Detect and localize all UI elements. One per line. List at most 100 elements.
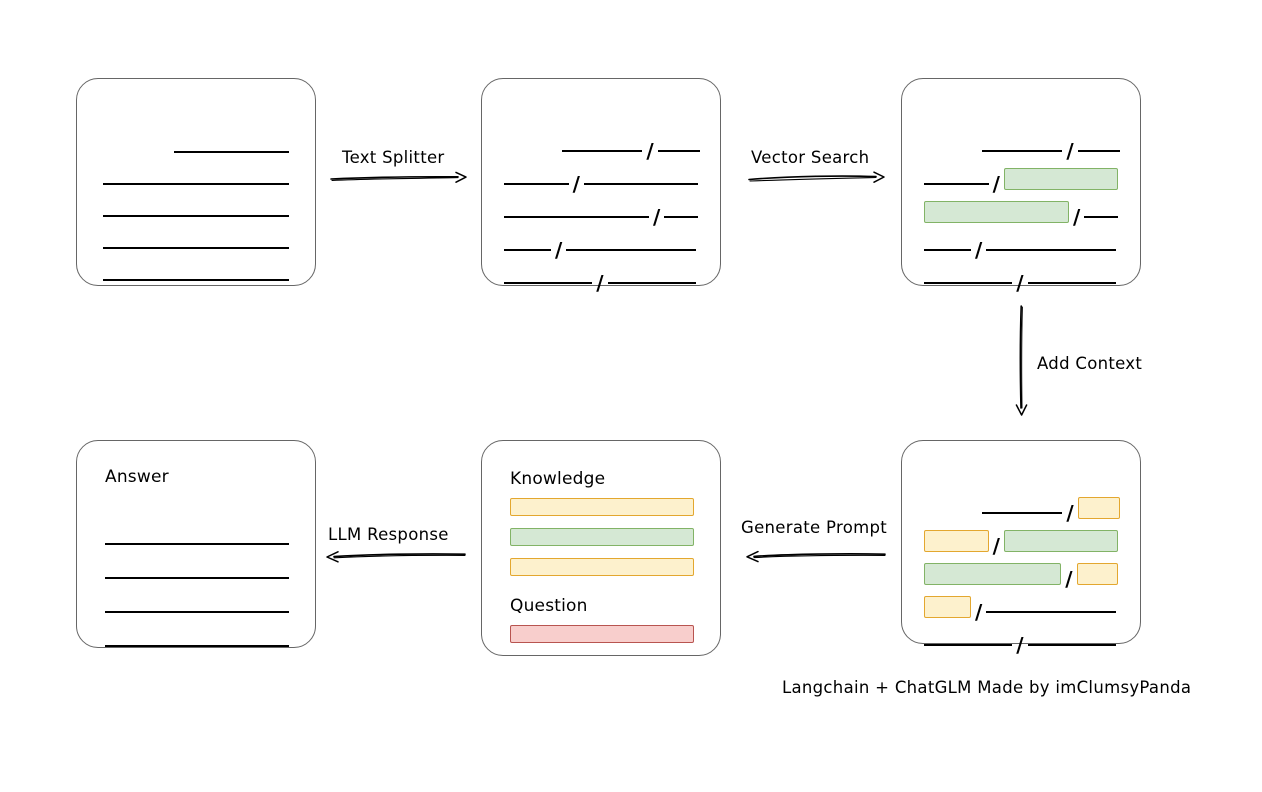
highlight-chip-yellow: [1076, 563, 1118, 585]
line-segment: [105, 610, 289, 613]
context-document-card: / / / / /: [901, 440, 1141, 655]
document-line: /: [504, 185, 700, 227]
document-line: /: [924, 119, 1120, 161]
highlight-chip-green: [1003, 168, 1118, 190]
line-segment: [504, 215, 650, 218]
document-line: /: [924, 514, 1120, 556]
line-segment: [924, 281, 1013, 284]
add-context-arrow: [1013, 305, 1031, 417]
line-segment: [1084, 215, 1118, 218]
document-line: [103, 153, 289, 185]
knowledge-label: Knowledge: [510, 469, 606, 489]
line-segment: [103, 246, 289, 249]
line-segment: [924, 182, 989, 185]
document-line: /: [924, 481, 1120, 523]
llm-response-arrow: [322, 548, 468, 564]
line-segment: [657, 149, 700, 152]
answer-contents: Answer: [77, 441, 315, 647]
question-label: Question: [510, 596, 588, 616]
segment-separator: /: [992, 172, 1000, 196]
document-line: [103, 217, 289, 249]
line-segment: [561, 149, 643, 152]
line-segment: [981, 149, 1063, 152]
document-line: [103, 249, 289, 281]
line-segment: [664, 215, 698, 218]
knowledge-bar-green: [510, 528, 694, 546]
line-segment: [103, 214, 289, 217]
document-line: /: [504, 152, 700, 194]
line-segment: [607, 281, 696, 284]
segment-separator: /: [975, 238, 983, 262]
knowledge-bar-yellow: [510, 558, 694, 576]
line-segment: [924, 643, 1013, 646]
add-context-label: Add Context: [1037, 354, 1143, 373]
line-segment: [504, 248, 552, 251]
document-line: /: [924, 185, 1120, 227]
document-line: /: [924, 613, 1120, 655]
segment-separator: /: [1066, 501, 1074, 525]
knowledge-bar-yellow: [510, 498, 694, 516]
document-line: /: [924, 218, 1120, 260]
document-line: [105, 545, 289, 579]
line-segment: [583, 182, 698, 185]
document-line: /: [504, 218, 700, 260]
line-segment: [566, 248, 696, 251]
line-segment: [986, 610, 1116, 613]
source-document-lines: [77, 79, 315, 285]
segment-separator: /: [653, 205, 661, 229]
highlight-chip-yellow: [924, 596, 972, 618]
document-line: /: [504, 251, 700, 293]
line-segment: [105, 576, 289, 579]
searched-document-card: / / / / /: [901, 78, 1141, 293]
line-segment: [103, 182, 289, 185]
document-line: /: [924, 152, 1120, 194]
line-segment: [986, 248, 1116, 251]
line-segment: [1077, 149, 1120, 152]
line-segment: [924, 248, 972, 251]
generate-prompt-label: Generate Prompt: [741, 518, 887, 537]
highlight-chip-green: [924, 563, 1062, 585]
document-line: /: [924, 580, 1120, 622]
line-segment: [1027, 281, 1116, 284]
vector-search-label: Vector Search: [751, 148, 870, 167]
line-segment: [981, 511, 1063, 514]
answer-label: Answer: [105, 467, 169, 487]
split-document-lines: / / / / /: [482, 79, 720, 293]
highlight-chip-yellow: [1077, 497, 1120, 519]
segment-separator: /: [1065, 567, 1073, 591]
document-line: [103, 185, 289, 217]
llm-response-label: LLM Response: [328, 525, 449, 544]
text-splitter-arrow: [330, 170, 470, 186]
document-line: [105, 613, 289, 647]
searched-document-lines: / / / / /: [902, 79, 1140, 293]
segment-separator: /: [992, 534, 1000, 558]
line-segment: [103, 278, 289, 281]
segment-separator: /: [975, 600, 983, 624]
footer-credit: Langchain + ChatGLM Made by imClumsyPand…: [782, 678, 1192, 697]
source-document-card: [76, 78, 316, 286]
highlight-chip-green: [924, 201, 1070, 223]
generated-prompt-card: Knowledge Question: [481, 440, 721, 656]
prompt-contents: Knowledge Question: [482, 441, 720, 655]
segment-separator: /: [1016, 271, 1024, 295]
document-line: [103, 121, 289, 153]
answer-card: Answer: [76, 440, 316, 648]
question-bar-red: [510, 625, 694, 643]
document-line: /: [924, 251, 1120, 293]
document-line: [105, 579, 289, 613]
document-line: [105, 511, 289, 545]
text-splitter-label: Text Splitter: [342, 148, 445, 167]
segment-separator: /: [646, 139, 654, 163]
line-segment: [504, 281, 593, 284]
document-line: /: [924, 547, 1120, 589]
split-document-card: / / / / /: [481, 78, 721, 293]
segment-separator: /: [1073, 205, 1081, 229]
segment-separator: /: [1016, 633, 1024, 657]
generate-prompt-arrow: [742, 548, 888, 564]
highlight-chip-yellow: [924, 530, 989, 552]
line-segment: [105, 644, 289, 647]
context-document-lines: / / / / /: [902, 441, 1140, 655]
highlight-chip-green: [1003, 530, 1118, 552]
segment-separator: /: [572, 172, 580, 196]
document-line: /: [504, 119, 700, 161]
